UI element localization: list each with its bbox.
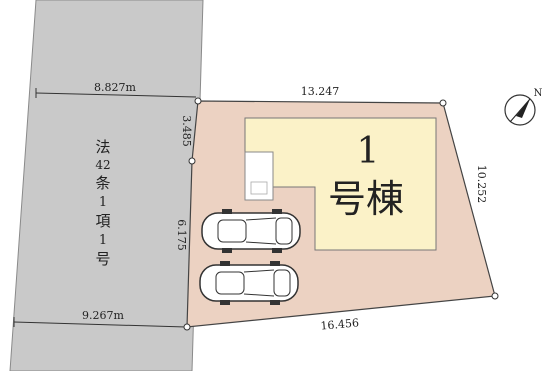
road-label-char: 1 bbox=[99, 195, 107, 210]
building-name: 号棟 bbox=[328, 177, 404, 221]
lot-dim-left-lower: 6.175 bbox=[175, 219, 188, 251]
road-frontage-bottom-label: 9.267m bbox=[82, 309, 124, 322]
road-label-char: 42 bbox=[95, 158, 110, 172]
road-frontage-bottom: 9.267m bbox=[13, 309, 187, 328]
lot-dim-top: 13.247 bbox=[301, 85, 340, 98]
road-area bbox=[9, 0, 204, 371]
north-label: N bbox=[534, 88, 543, 99]
lot-dim-bottom: 16.456 bbox=[320, 316, 359, 332]
lot-corners bbox=[183, 97, 499, 331]
road-frontage-top-label: 8.827m bbox=[94, 81, 136, 94]
entrance bbox=[244, 151, 274, 201]
road-label-char: 法 bbox=[95, 138, 110, 156]
road-frontage-top: 8.827m bbox=[35, 81, 197, 98]
lot-dim-left-upper: 3.485 bbox=[180, 115, 193, 147]
lot-dim-right: 10.252 bbox=[475, 165, 488, 204]
road-label-char: 項 bbox=[95, 212, 110, 230]
road-label-char: 号 bbox=[95, 250, 110, 268]
road-label-char: 条 bbox=[95, 174, 110, 192]
road-label-char: 1 bbox=[99, 233, 107, 248]
parking-car-lower bbox=[199, 261, 299, 305]
parking-car-upper bbox=[201, 209, 301, 253]
north-arrow-icon: N bbox=[504, 88, 543, 126]
building-number: 1 bbox=[357, 131, 380, 172]
road-label: 法 42 条 1 項 1 号 bbox=[95, 138, 110, 268]
